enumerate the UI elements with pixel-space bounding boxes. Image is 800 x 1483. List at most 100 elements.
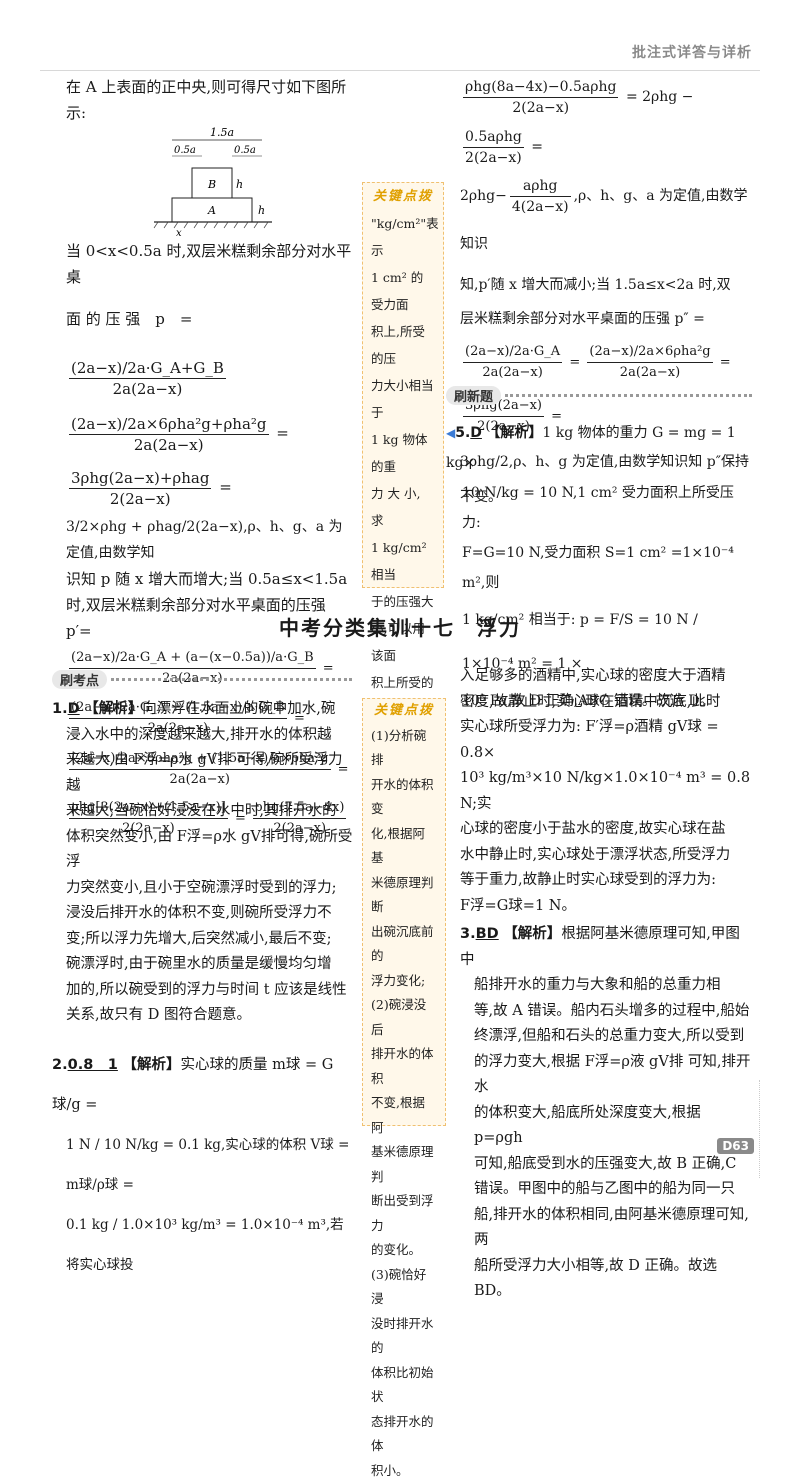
key-tip-line: 积上,所受的压 — [371, 318, 435, 372]
exam-points-tag: 刷考点 — [52, 670, 107, 689]
key-tip-line: (2)碗浸没后 — [371, 993, 437, 1042]
r3: 知,p′随 x 增大而减小;当 1.5a≤x<2a 时,双 — [460, 268, 750, 302]
body-line: 10³ kg/m³×10 N/kg×1.0×10⁻⁴ m³ = 0.8 N;实 — [460, 766, 752, 817]
arrow-marker-icon: ◀ — [446, 426, 455, 440]
q1-line: 浸没后排开水的体积不变,则碗所受浮力不 — [66, 901, 354, 927]
line-c: 3/2×ρhg + ρhag/2(2a−x),ρ、h、g、a 为定值,由数学知 — [66, 514, 356, 566]
q3-line: 错误。甲图中的船与乙图中的船为同一只 — [474, 1177, 752, 1203]
svg-text:h: h — [258, 204, 265, 217]
key-tip-line: "kg/cm²"表示 — [371, 210, 435, 264]
key-tip-line: 力大小相当于 — [371, 372, 435, 426]
label-0-5a-left: 0.5a — [174, 145, 196, 156]
q2-line-1: 2.0.8 1 【解析】实心球的质量 m球 = G球/g = — [52, 1045, 354, 1125]
q5-line-1: ◀5.D 【解析】1 kg 物体的重力 G = mg = 1 kg× — [446, 418, 752, 478]
q2-line-3: 0.1 kg / 1.0×10³ kg/m³ = 1.0×10⁻⁴ m³,若将实… — [52, 1205, 354, 1285]
q1-line: 变;所以浮力先增大,后突然减小,最后不变; — [66, 927, 354, 953]
key-tip-box-bottom: 关键点拨 (1)分析碗排开水的体积变化,根据阿基米德原理判断出碗沉底前的浮力变化… — [362, 698, 446, 1126]
dotted-divider-2 — [111, 678, 352, 681]
svg-text:B: B — [207, 178, 216, 191]
label-0-5a-right: 0.5a — [234, 145, 256, 156]
key-tip-line: 化,根据阿基 — [371, 822, 437, 871]
key-tip-lines-2: (1)分析碗排开水的体积变化,根据阿基米德原理判断出碗沉底前的浮力变化;(2)碗… — [371, 724, 437, 1483]
q3-line: 的浮力变大,根据 F浮=ρ液 gV排 可知,排开水 — [474, 1050, 752, 1101]
q1-line: 关系,故只有 D 图符合题意。 — [66, 1003, 354, 1029]
q3-line: 船排开水的重力与大象和船的总重力相 — [474, 973, 752, 999]
q2-continued: 入足够多的酒精中,实心球的密度大于酒精密度,故静止时,实心球在酒精中沉底,此时实… — [460, 664, 752, 919]
page-number: D63 — [717, 1138, 754, 1154]
q1-line: 碗漂浮时,由于碗里水的质量是缓慢均匀增 — [66, 952, 354, 978]
q3-body: 船排开水的重力与大象和船的总重力相等,故 A 错误。船内石头增多的过程中,船始终… — [460, 973, 752, 1305]
exam-points-bar: 刷考点 — [52, 670, 352, 689]
r4: 层米糕剩余部分对水平桌面的压强 p″ = — [460, 302, 750, 336]
bottom-right-column: 入足够多的酒精中,实心球的密度大于酒精密度,故静止时,实心球在酒精中沉底,此时实… — [460, 664, 752, 1305]
dotted-divider — [505, 394, 752, 397]
label-1-5a: 1.5a — [210, 126, 234, 139]
q1-answer: D — [68, 701, 80, 717]
key-tip-line: 出碗沉底前的 — [371, 920, 437, 969]
q1-line: 体积突然变小,由 F浮=ρ水 gV排可得,碗所受浮 — [66, 825, 354, 876]
key-tip-line: 浮力变化; — [371, 969, 437, 994]
q1-line: 力突然变小,且小于空碗漂浮时受到的浮力; — [66, 876, 354, 902]
svg-text:h: h — [236, 178, 243, 191]
q3-line: 终漂浮,但船和石头的总重力变大,所以受到 — [474, 1024, 752, 1050]
key-tip-line: (1)分析碗排 — [371, 724, 437, 773]
q5-line-3: F=G=10 N,受力面积 S=1 cm² =1×10⁻⁴ m²,则 — [446, 538, 752, 598]
body-line: 等于重力,故静止时实心球受到的浮力为: — [460, 868, 752, 894]
key-tip-line: 没时排开水的 — [371, 1312, 437, 1361]
key-tip-line: 积小。 — [371, 1459, 437, 1483]
key-tip-line: 1 cm² 的受力面 — [371, 264, 435, 318]
q3-line: 等,故 A 错误。船内石头增多的过程中,船始 — [474, 999, 752, 1025]
q1-body: 浸入水中的深度越来越大,排开水的体积越来越大,由 F浮=ρ水 gV排 可得,碗所… — [52, 723, 354, 1029]
condition-line: 当 0<x<0.5a 时,双层米糕剩余部分对水平桌 — [66, 238, 356, 290]
q3-line: 船,排开水的体积相同,由阿基米德原理可知,两 — [474, 1203, 752, 1254]
key-tip-line: 基米德原理判 — [371, 1140, 437, 1189]
intro-line: 在 A 上表面的正中央,则可得尺寸如下图所示: — [66, 74, 356, 126]
q2-line-2: 1 N / 10 N/kg = 0.1 kg,实心球的体积 V球 = m球/ρ球… — [52, 1125, 354, 1205]
q2-answer: 0.8 1 — [68, 1057, 118, 1073]
q1-line: 加的,所以碗受到的浮力与时间 t 应该是线性 — [66, 978, 354, 1004]
q3-line: 船所受浮力大小相等,故 D 正确。故选 BD。 — [474, 1254, 752, 1305]
body-line: F浮=G球=1 N。 — [460, 894, 752, 920]
q3-first-line: 3.BD 【解析】根据阿基米德原理可知,甲图中 — [460, 921, 752, 973]
key-tip-line: 体积比初始状 — [371, 1361, 437, 1410]
svg-text:x: x — [176, 228, 182, 238]
new-questions-bar: 刷新题 — [446, 386, 752, 405]
key-tip-line: 排开水的体积 — [371, 1042, 437, 1091]
q5-line-2: 10 N/kg = 10 N,1 cm² 受力面积上所受压力: — [446, 478, 752, 538]
page-corner-dots — [759, 1080, 800, 1178]
key-tip-line: 力 大 小, 求 — [371, 480, 435, 534]
key-tip-line: 米德原理判断 — [371, 871, 437, 920]
key-tip-title: 关键点拨 — [371, 183, 435, 210]
header-divider — [40, 70, 760, 71]
q3-line: 可知,船底受到水的压强变大,故 B 正确,C — [474, 1152, 752, 1178]
key-tip-line: 1 kg 物体的重 — [371, 426, 435, 480]
key-tip-line: 的变化。 — [371, 1238, 437, 1263]
key-tip-line: (3)碗恰好浸 — [371, 1263, 437, 1312]
key-tip-line: 开水的体积变 — [371, 773, 437, 822]
key-tip-line: 1 kg/cm² 相当 — [371, 534, 435, 588]
section-title: 中考分类集训十七 浮力 — [0, 612, 800, 641]
q3-answer: BD — [476, 926, 499, 942]
q1-line: 来越大;当碗恰好浸没在水中时,其排开水的 — [66, 799, 354, 825]
q5-answer: D — [470, 425, 482, 441]
svg-text:A: A — [207, 204, 216, 217]
body-line: 心球的密度小于盐水的密度,故实心球在盐 — [460, 817, 752, 843]
bottom-left-column: 1.D 【解析】向漂浮在水面上的碗中加水,碗 浸入水中的深度越来越大,排开水的体… — [52, 696, 354, 1285]
q3-line: 的体积变大,船底所处深度变大,根据 p=ρgh — [474, 1101, 752, 1152]
q1-first-line: 1.D 【解析】向漂浮在水面上的碗中加水,碗 — [52, 696, 354, 723]
body-line: 实心球所受浮力为: F′浮=ρ酒精 gV球 = 0.8× — [460, 715, 752, 766]
key-tip-line: 于的压强大 — [371, 588, 435, 615]
new-questions-tag: 刷新题 — [446, 386, 501, 405]
q1-line: 来越大,由 F浮=ρ水 gV排 可得,碗所受浮力越 — [66, 748, 354, 799]
key-tip-title-2: 关键点拨 — [371, 699, 437, 724]
key-tip-line: 态排开水的体 — [371, 1410, 437, 1459]
q1-line: 浸入水中的深度越来越大,排开水的体积越 — [66, 723, 354, 749]
block-diagram: 1.5a 0.5a 0.5a B h A h x — [152, 126, 302, 238]
body-line: 水中静止时,实心球处于漂浮状态,所受浮力 — [460, 843, 752, 869]
header-title: 批注式详答与详析 — [632, 42, 752, 62]
